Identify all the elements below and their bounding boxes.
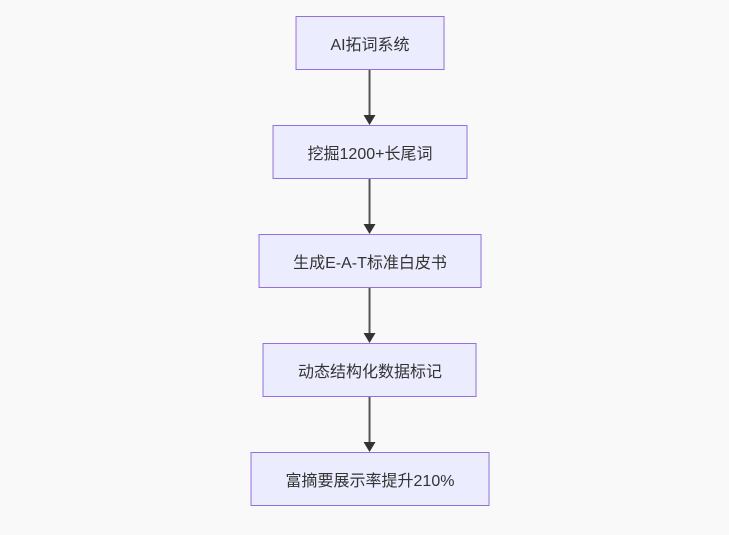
flow-node-2: 挖掘1200+长尾词 [272,125,468,179]
flow-node-3-label: 生成E-A-T标准白皮书 [293,255,447,272]
flow-edge-2 [363,179,377,234]
arrow-down-icon [364,333,376,343]
flow-node-4: 动态结构化数据标记 [262,343,477,397]
flowchart-canvas: AI拓词系统 挖掘1200+长尾词 生成E-A-T标准白皮书 动态结构化数据标记… [250,16,490,506]
arrow-down-icon [364,442,376,452]
arrow-down-icon [364,115,376,125]
arrow-down-icon [364,224,376,234]
flow-edge-4 [363,397,377,452]
edge-line [369,70,371,115]
flow-edge-3 [363,288,377,343]
edge-line [369,179,371,224]
edge-line [369,397,371,442]
edge-line [369,288,371,333]
flow-node-3: 生成E-A-T标准白皮书 [258,234,482,288]
flow-edge-1 [363,70,377,125]
flow-node-2-label: 挖掘1200+长尾词 [307,146,433,163]
flow-node-5-label: 富摘要展示率提升210% [285,473,455,490]
flow-node-1-label: AI拓词系统 [330,37,410,54]
flow-node-5: 富摘要展示率提升210% [250,452,490,506]
flow-node-4-label: 动态结构化数据标记 [297,364,442,381]
flow-node-1: AI拓词系统 [295,16,445,70]
